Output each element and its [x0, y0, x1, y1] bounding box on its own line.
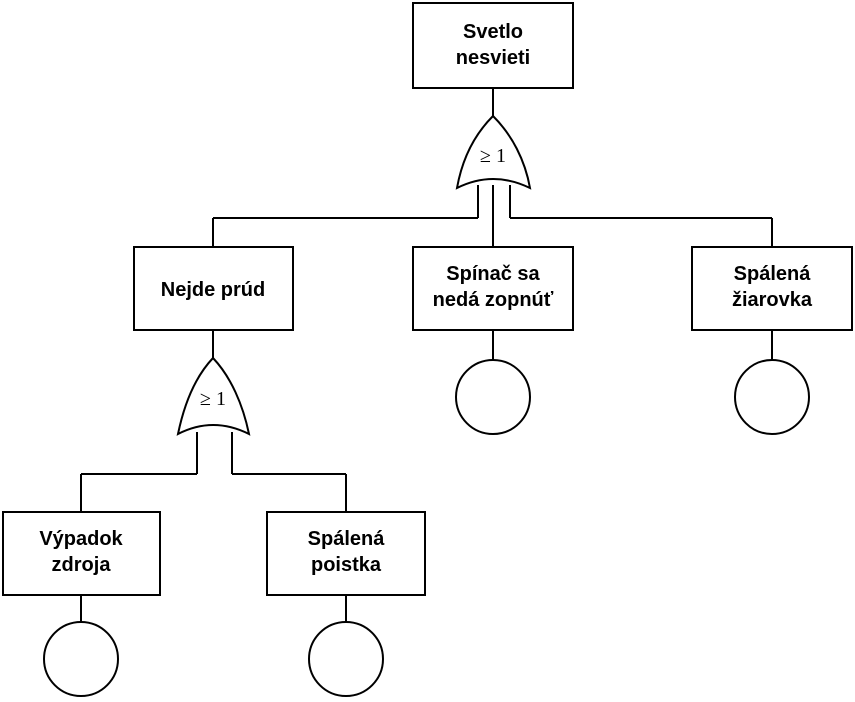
box-label-line2: žiarovka [732, 289, 813, 311]
event-box-vypadok-zdroja: Výpadok zdroja [2, 511, 161, 596]
event-box-spinac: Spínač sa nedá zopnúť [412, 246, 574, 331]
event-box-svetlo-nesvieti: Svetlo nesvieti [412, 2, 574, 89]
box-label-line1: Spálená [734, 263, 812, 285]
box-label-line1: Svetlo [463, 21, 523, 43]
gate-label: ≥ 1 [480, 145, 506, 167]
basic-event-circle-poistka [308, 621, 384, 697]
box-label-line2: poistka [311, 554, 382, 576]
box-label-line2: nesvieti [456, 47, 530, 69]
event-box-spalena-poistka: Spálená poistka [266, 511, 426, 596]
connectors [80, 88, 773, 622]
or-gate-top: ≥ 1 [455, 114, 532, 190]
box-label-line2: nedá zopnúť [433, 289, 554, 311]
gate-label: ≥ 1 [200, 388, 226, 410]
box-label-line1: Výpadok [39, 528, 123, 550]
event-box-nejde-prud: Nejde prúd [133, 246, 294, 331]
or-gate-nejde-prud: ≥ 1 [176, 356, 251, 436]
basic-event-circle-spinac [455, 359, 531, 435]
box-label-line1: Spínač sa [446, 263, 540, 285]
basic-event-circle-ziarovka [734, 359, 810, 435]
box-label-line2: zdroja [52, 554, 112, 576]
basic-event-circle-vypadok [43, 621, 119, 697]
box-label-line1: Spálená [308, 528, 386, 550]
event-box-ziarovka: Spálená žiarovka [691, 246, 853, 331]
box-label-line1: Nejde prúd [161, 279, 265, 301]
